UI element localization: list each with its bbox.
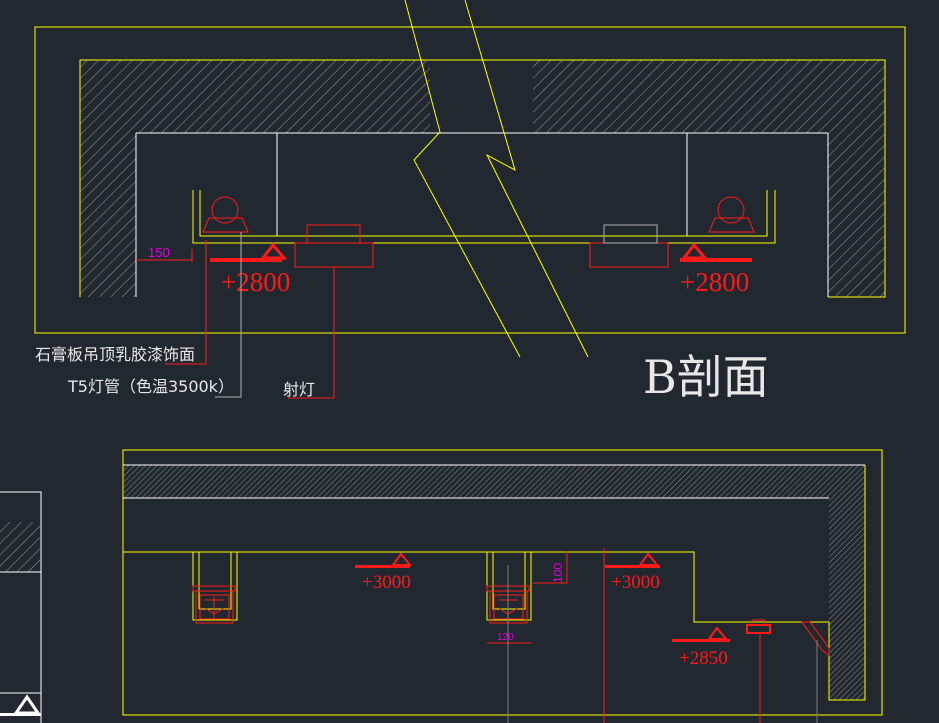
ceiling-profile <box>192 190 776 244</box>
hatched-slab-top <box>123 465 865 498</box>
dimension-label: 150 <box>148 245 170 260</box>
elevation-label: +3000 <box>611 572 660 593</box>
break-line <box>404 0 589 358</box>
elevation-marker-right: +2800 <box>680 242 752 297</box>
elevation-label: +2800 <box>680 267 749 297</box>
section-title: B剖面 <box>643 350 769 404</box>
ceiling-profile <box>123 465 866 701</box>
elevation-marker-2850: +2850 <box>672 626 730 669</box>
hatched-slab-right <box>533 60 885 297</box>
outer-boundary <box>34 26 906 334</box>
label-ceiling-finish: 石膏板吊顶乳胶漆饰面 <box>35 345 195 364</box>
hatched-slab-left <box>80 60 430 297</box>
lantern-left <box>192 585 236 624</box>
dimension-label: 100 <box>551 563 565 583</box>
dimension-120: 120 <box>487 632 531 644</box>
label-spotlight: 射灯 <box>283 380 315 399</box>
cornice-molding <box>801 621 830 656</box>
hatched-wall-right <box>829 498 865 700</box>
lower-section-drawing: +3000 +3000 +2850 100 120 <box>122 449 883 723</box>
t5-lamp-right <box>708 196 755 233</box>
spotlight-right <box>589 224 669 268</box>
elevation-marker-3000-a: +3000 <box>355 552 413 593</box>
adjacent-drawing-partial <box>0 491 42 723</box>
slab-outline <box>79 59 886 298</box>
leader-lines <box>165 232 335 399</box>
elevation-label: +2800 <box>221 267 290 297</box>
elevation-marker-left: +2800 <box>210 242 290 297</box>
elevation-label: +2850 <box>679 648 728 669</box>
t5-lamp-left <box>202 196 249 233</box>
elevation-marker-3000-b: +3000 <box>605 552 660 593</box>
dimension-150: 150 <box>136 245 193 262</box>
dimension-100: 100 <box>533 551 568 584</box>
downlight <box>746 619 771 723</box>
spotlight-left <box>294 224 374 268</box>
dimension-label: 120 <box>497 632 514 643</box>
label-t5-tube: T5灯管（色温3500k） <box>67 377 234 396</box>
outer-boundary <box>122 449 883 716</box>
ceiling-frame <box>135 132 829 297</box>
section-b-drawing: +2800 +2800 150 石膏板吊顶乳胶漆饰面 T5灯管（色温3500k）… <box>34 0 906 404</box>
elevation-label: +3000 <box>362 572 411 593</box>
slab-outline <box>123 464 865 499</box>
